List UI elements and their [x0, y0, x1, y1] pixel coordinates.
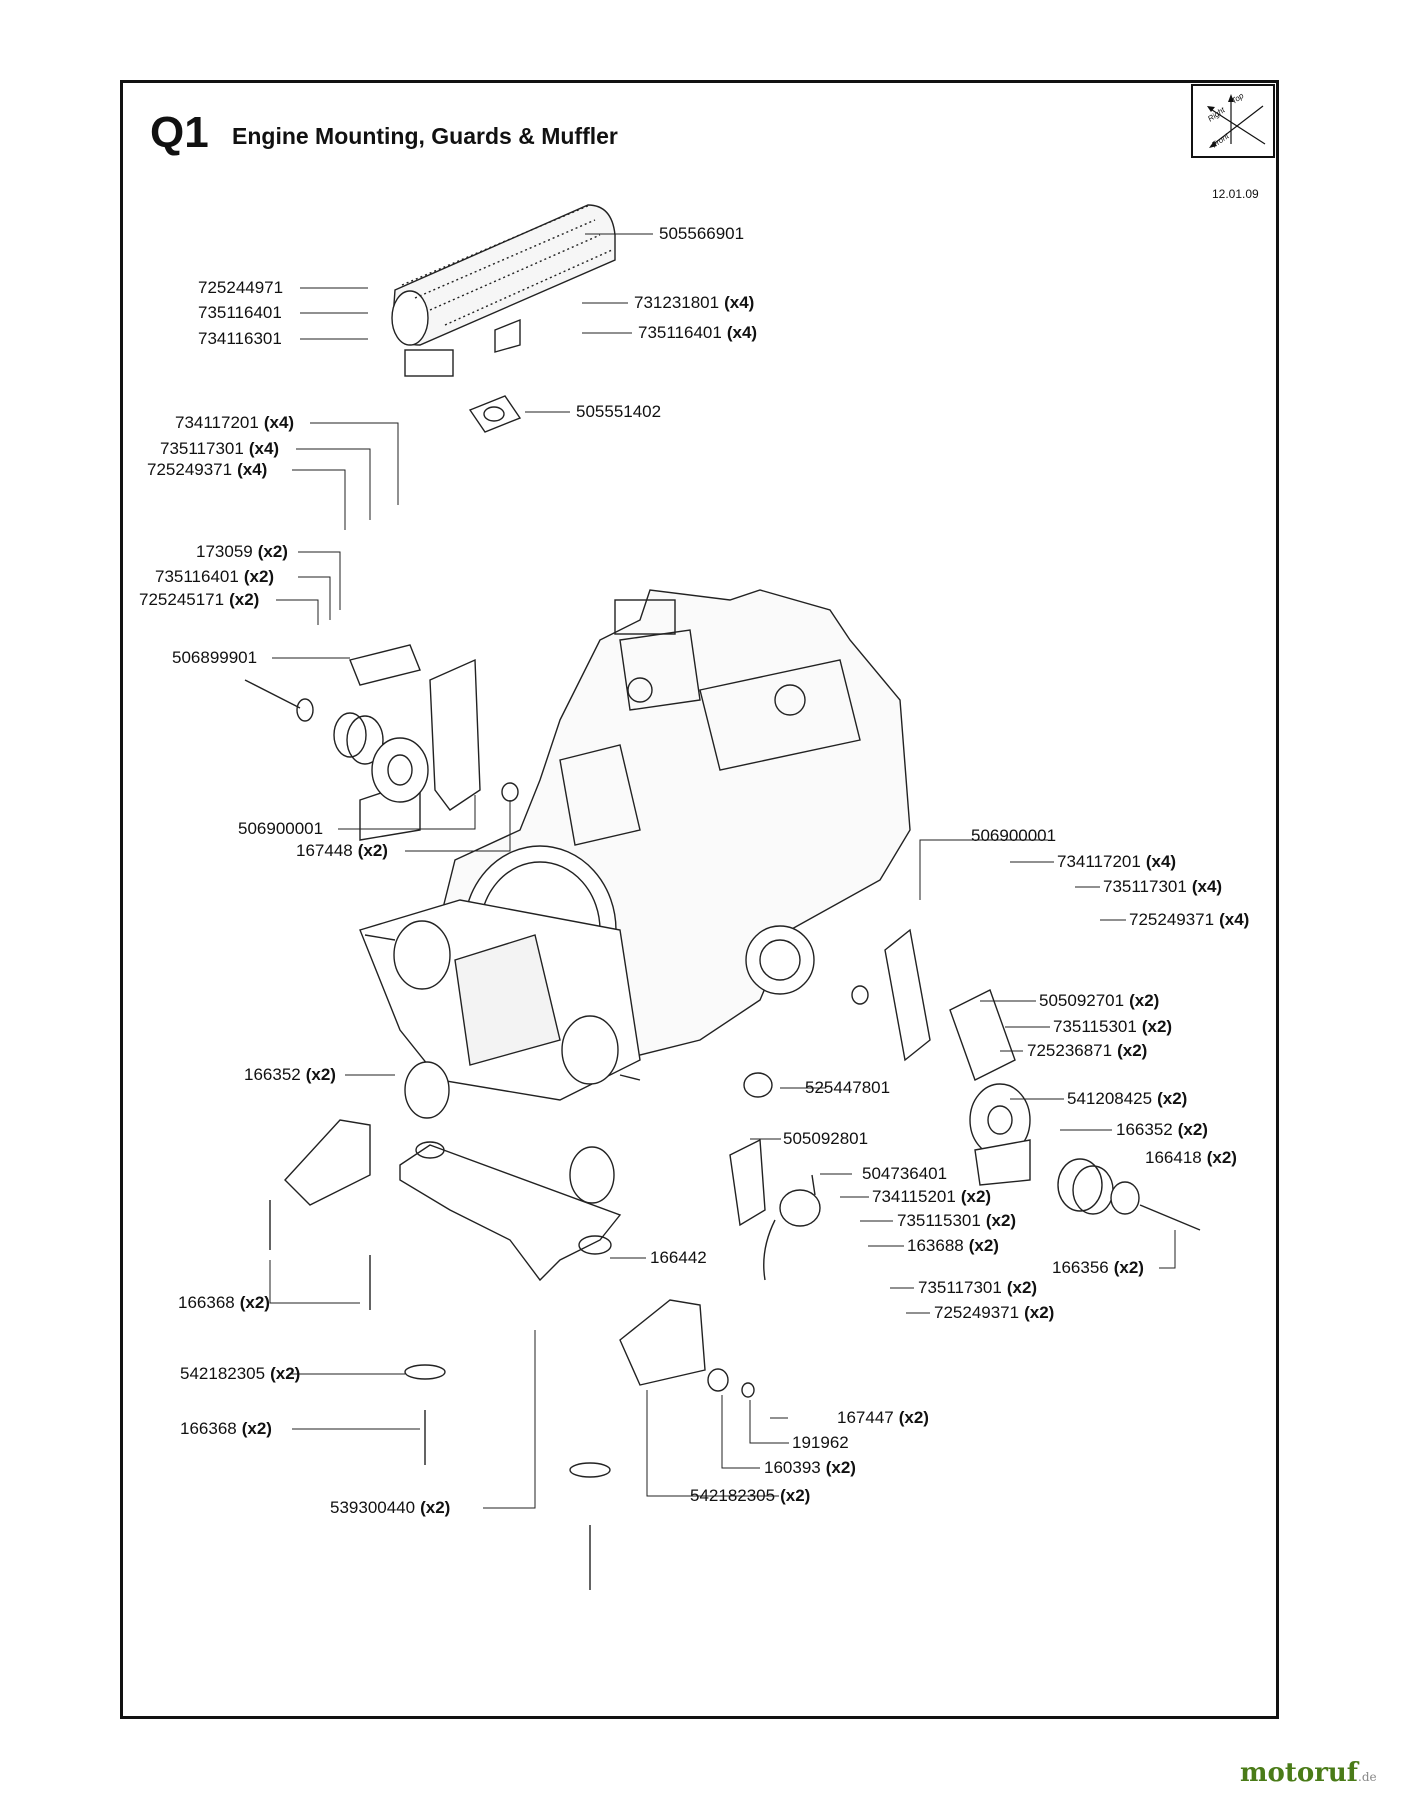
part-label: 166356(x2)	[1052, 1258, 1144, 1277]
diagram-date: 12.01.09	[1212, 187, 1259, 201]
right-mount	[851, 928, 1201, 1231]
left-mount	[244, 644, 519, 841]
part-label: 735116401	[198, 303, 282, 322]
part-label: 725249371(x4)	[147, 460, 268, 479]
part-label: 166352(x2)	[244, 1065, 336, 1084]
crossmember	[269, 1061, 755, 1590]
part-label: 506900001	[971, 826, 1057, 845]
part-label: 160393(x2)	[764, 1458, 856, 1477]
part-label: 505092701(x2)	[1039, 991, 1160, 1010]
part-label: 734117201(x4)	[1057, 852, 1177, 871]
part-label: 167448(x2)	[296, 841, 388, 860]
section-code: Q1	[150, 108, 209, 157]
part-label: 735115301(x2)	[1053, 1017, 1173, 1036]
part-label: 525447801	[805, 1078, 891, 1097]
diagram-frame	[120, 80, 1279, 1719]
part-label: 505092801	[783, 1129, 869, 1148]
orientation-indicator: Top Right Front	[1191, 84, 1275, 158]
part-label: 542182305(x2)	[690, 1486, 811, 1505]
part-label: 191962	[792, 1433, 849, 1452]
part-label: 539300440(x2)	[330, 1498, 451, 1517]
part-label: 166352(x2)	[1116, 1120, 1208, 1139]
seat-switch	[729, 1072, 821, 1281]
part-label: 734116301	[198, 329, 282, 348]
part-label: 163688(x2)	[907, 1236, 999, 1255]
section-title: Engine Mounting, Guards & Muffler	[232, 123, 618, 149]
part-label: 173059(x2)	[196, 542, 288, 561]
part-label: 505551402	[576, 402, 662, 421]
muffler	[391, 204, 616, 377]
axes-icon	[1207, 94, 1266, 148]
transmission	[359, 899, 641, 1101]
part-label: 735116401(x2)	[155, 567, 275, 586]
part-label: 166418(x2)	[1145, 1148, 1237, 1167]
part-label: 167447(x2)	[837, 1408, 929, 1427]
part-label: 166368(x2)	[180, 1419, 272, 1438]
part-label: 506900001	[238, 819, 324, 838]
part-label: 735117301(x4)	[1103, 877, 1223, 896]
part-label: 731231801(x4)	[634, 293, 755, 312]
part-label: 506899901	[172, 648, 258, 667]
part-label: 541208425(x2)	[1067, 1089, 1188, 1108]
part-label: 735117301(x2)	[918, 1278, 1038, 1297]
part-label: 735117301(x4)	[160, 439, 280, 458]
part-label: 504736401	[862, 1164, 948, 1183]
part-label: 725249371(x4)	[1129, 910, 1250, 929]
watermark-logo: motoruf.de	[1240, 1758, 1377, 1788]
part-label: 505566901	[659, 224, 745, 243]
part-label: 735115301(x2)	[897, 1211, 1017, 1230]
part-label: 166368(x2)	[178, 1293, 270, 1312]
part-label: 734117201(x4)	[175, 413, 295, 432]
part-label: 542182305(x2)	[180, 1364, 301, 1383]
part-label: 166442	[650, 1248, 707, 1267]
part-label: 725244971	[198, 278, 284, 297]
part-label: 725249371(x2)	[934, 1303, 1055, 1322]
part-label: 725236871(x2)	[1027, 1041, 1148, 1060]
part-label: 725245171(x2)	[139, 590, 260, 609]
part-label: 734115201(x2)	[872, 1187, 992, 1206]
part-label: 735116401(x4)	[638, 323, 758, 342]
leader-lines	[269, 233, 1176, 1509]
gasket	[468, 395, 522, 433]
